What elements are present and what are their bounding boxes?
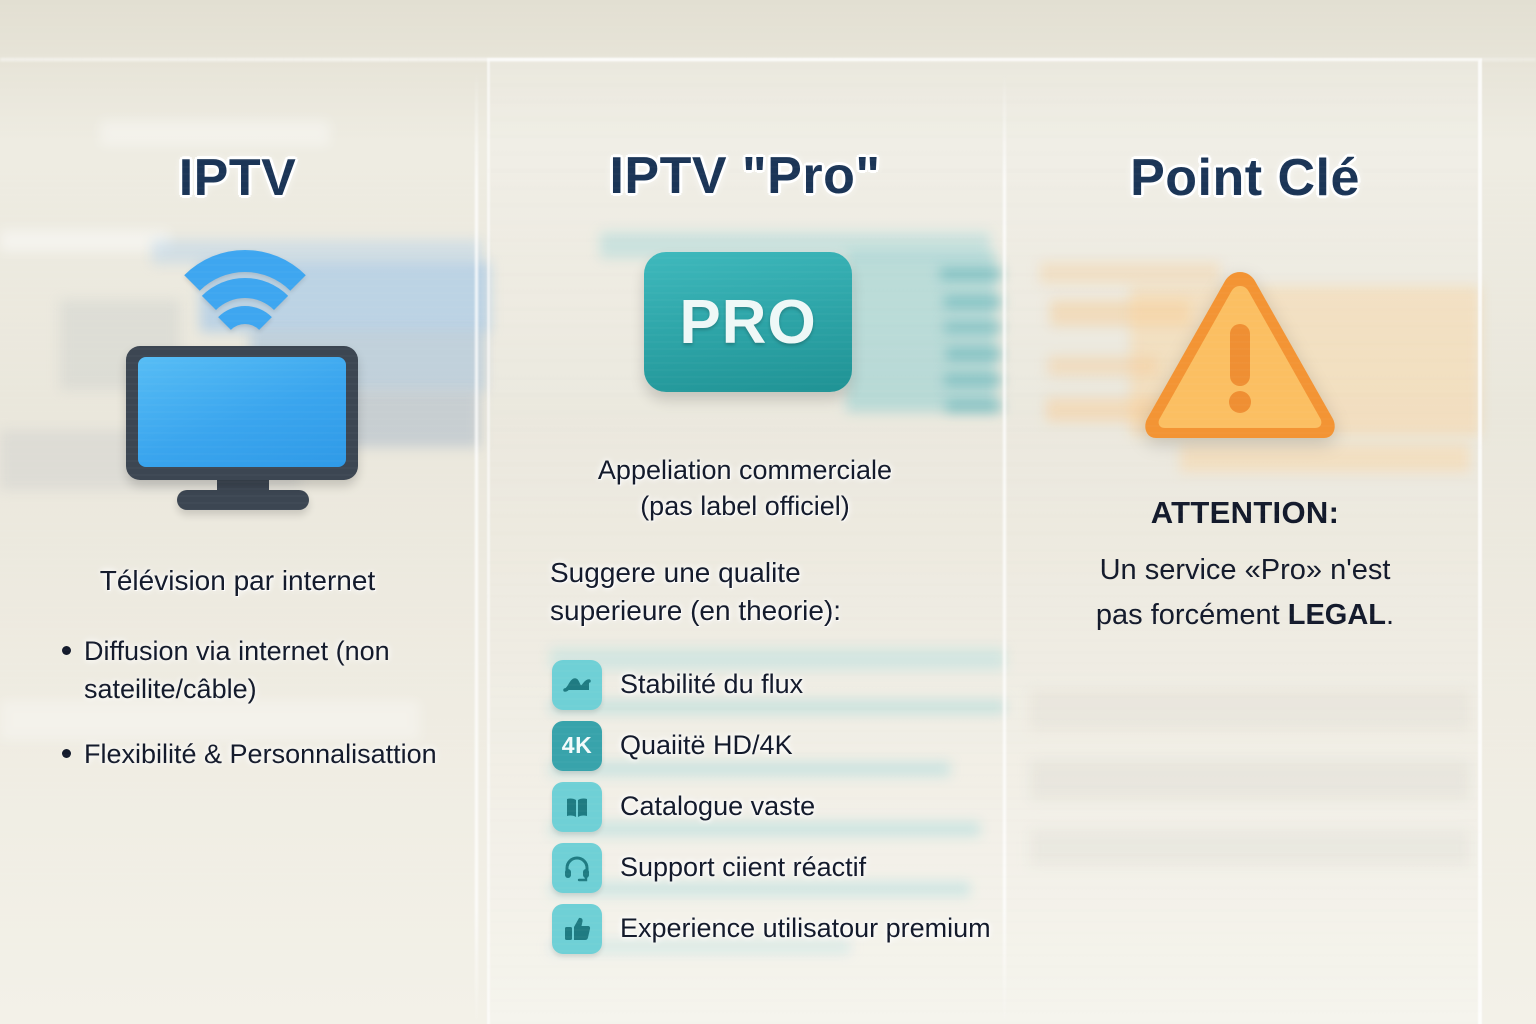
column-divider-right	[1003, 70, 1006, 1020]
panel-frame	[487, 58, 1482, 1024]
page-title-iptv: IPTV	[178, 149, 297, 207]
list-item: Support ciient réactif	[552, 837, 1012, 898]
tv-screen	[138, 357, 346, 467]
feature-label: Quaiitë HD/4K	[620, 730, 793, 760]
right-body-line2: pas forcément LEGAL.	[1010, 593, 1480, 638]
page-title-iptv-pro: IPTV "Pro"	[609, 147, 881, 205]
headset-support-icon	[552, 842, 602, 893]
right-body-line2-prefix: pas forcément	[1095, 598, 1288, 631]
tv-body	[126, 346, 358, 480]
tv-neck	[217, 478, 269, 494]
column-point-cle: Point Clé	[1010, 0, 1480, 1024]
attention-label: ATTENTION:	[1150, 495, 1340, 530]
pro-intro: Suggere une qualite superieure (en theor…	[500, 554, 1000, 630]
pro-subtitle-line1: Appeliation commerciale	[597, 455, 893, 485]
right-body-text: Un service «Pro» n'est pas forcément LEG…	[1010, 548, 1480, 638]
pro-badge-label: PRO	[679, 287, 817, 357]
thumbs-up-icon	[552, 903, 602, 954]
list-item: Experience utilisatour premium	[552, 898, 1012, 959]
list-item: 4K Quaiitë HD/4K	[552, 715, 1012, 776]
right-body-line1: Un service «Pro» n'est	[1099, 554, 1391, 586]
list-item: Catalogue vaste	[552, 776, 1012, 837]
4k-badge-icon: 4K	[552, 720, 602, 771]
right-body-emphasis: LEGAL	[1287, 598, 1387, 631]
pro-subtitle: Appeliation commerciale (pas label offic…	[487, 452, 1003, 525]
tv-base	[177, 490, 309, 510]
4k-badge-text: 4K	[561, 732, 593, 758]
pro-intro-line2: superieure (en theorie):	[550, 594, 842, 626]
book-catalog-icon	[552, 781, 602, 832]
column-iptv: IPTV Télévision par internet Diffusion v…	[0, 0, 475, 1024]
tv-wifi-icon	[118, 248, 368, 510]
feature-label: Catalogue vaste	[620, 791, 816, 821]
pro-subtitle-line2: (pas label officiel)	[640, 491, 850, 522]
right-body-line2-suffix: .	[1386, 598, 1395, 631]
column-divider-left	[475, 70, 478, 1020]
wifi-arc-inner	[207, 306, 283, 382]
pro-feature-list: Stabilité du flux 4K Quaiitë HD/4K Catal…	[552, 654, 1012, 959]
feature-label: Experience utilisatour premium	[620, 913, 991, 943]
left-bullet-list: Diffusion via internet (non sateilite/câ…	[58, 632, 468, 799]
feature-label: Support ciient réactif	[620, 852, 867, 882]
warning-triangle-icon	[1136, 262, 1344, 448]
pro-intro-line1: Suggere une qualite	[550, 557, 801, 588]
list-item: Diffusion via internet (non sateilite/câ…	[58, 632, 468, 709]
signal-stability-icon	[552, 659, 602, 710]
column-iptv-pro: IPTV "Pro"	[487, 0, 1003, 1024]
feature-label: Stabilité du flux	[620, 669, 804, 699]
page-title-point-cle: Point Clé	[1130, 149, 1360, 207]
list-item: Stabilité du flux	[552, 654, 1012, 715]
pro-badge-icon: PRO	[644, 252, 852, 392]
wifi-waves-icon	[159, 248, 331, 340]
list-item: Flexibilité & Personnalisattion	[58, 735, 468, 773]
left-lead-text: Télévision par internet	[99, 565, 376, 596]
